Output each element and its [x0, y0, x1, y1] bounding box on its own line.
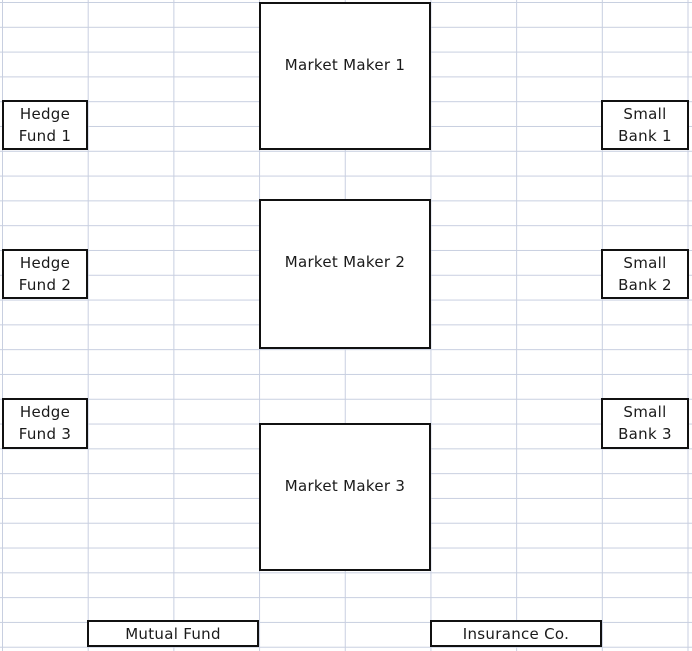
- mutual-fund-box: Mutual Fund: [87, 620, 259, 647]
- hedge-fund-2-line1: Hedge: [19, 254, 71, 272]
- small-bank-3-line2: Bank 3: [618, 425, 672, 443]
- small-bank-1-line1: Small: [623, 105, 667, 123]
- hedge-fund-3-line1: Hedge: [19, 403, 71, 421]
- insurance-co-box: Insurance Co.: [430, 620, 602, 647]
- small-bank-2-line2: Bank 2: [618, 276, 672, 294]
- small-bank-3-line1: Small: [623, 403, 667, 421]
- market-maker-2-box: Market Maker 2: [259, 199, 431, 349]
- hedge-fund-1-line2: Fund 1: [18, 127, 72, 145]
- market-maker-1-label: Market Maker 1: [284, 56, 406, 74]
- mutual-fund-label: Mutual Fund: [125, 624, 221, 643]
- small-bank-2-line1: Small: [623, 254, 667, 272]
- small-bank-3-box: Small Bank 3: [601, 398, 689, 449]
- hedge-fund-2-line2: Fund 2: [18, 276, 72, 294]
- hedge-fund-1-box: Hedge Fund 1: [2, 100, 88, 150]
- small-bank-2-box: Small Bank 2: [601, 249, 689, 299]
- hedge-fund-3-box: Hedge Fund 3: [2, 398, 88, 449]
- hedge-fund-3-line2: Fund 3: [18, 425, 72, 443]
- market-maker-2-label: Market Maker 2: [284, 253, 406, 271]
- small-bank-1-box: Small Bank 1: [601, 100, 689, 150]
- small-bank-1-line2: Bank 1: [618, 127, 672, 145]
- hedge-fund-1-line1: Hedge: [19, 105, 71, 123]
- hedge-fund-2-box: Hedge Fund 2: [2, 249, 88, 299]
- market-maker-1-box: Market Maker 1: [259, 2, 431, 150]
- insurance-co-label: Insurance Co.: [462, 624, 570, 643]
- market-maker-3-label: Market Maker 3: [284, 477, 406, 495]
- market-maker-3-box: Market Maker 3: [259, 423, 431, 571]
